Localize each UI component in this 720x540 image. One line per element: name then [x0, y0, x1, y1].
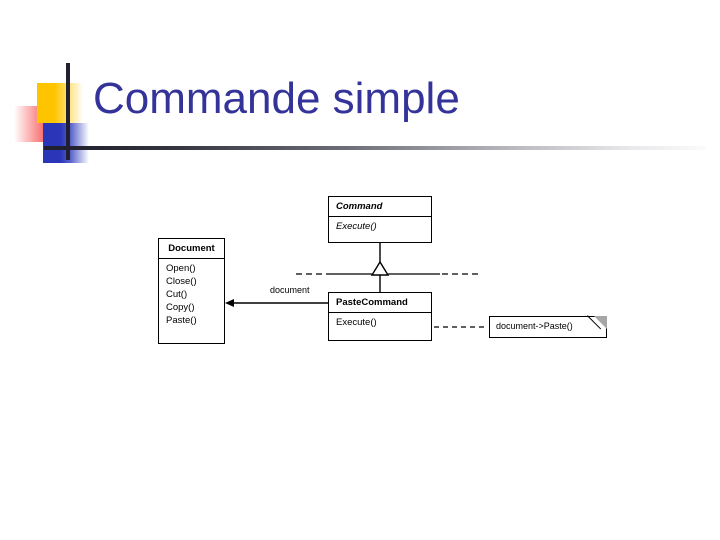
association-label-document: document [270, 285, 310, 295]
class-name-command: Command [329, 197, 431, 217]
title-underline-rule [66, 146, 706, 150]
operation-execute-pastecommand: Execute() [336, 317, 377, 328]
uml-class-document[interactable]: Document Open() Close() Cut() Copy() Pas… [158, 238, 225, 344]
operation-execute-command: Execute() [336, 221, 377, 232]
operations-pastecommand: Execute() [329, 313, 431, 332]
decoration-vertical-line [66, 63, 70, 160]
uml-class-command[interactable]: Command Execute() [328, 196, 432, 243]
class-name-pastecommand: PasteCommand [329, 293, 431, 313]
operation-open: Open() [166, 263, 196, 274]
decoration-yellow-block [37, 83, 83, 123]
uml-class-pastecommand[interactable]: PasteCommand Execute() [328, 292, 432, 341]
operation-cut: Cut() [166, 289, 188, 300]
operations-document: Open() Close() Cut() Copy() Paste() [159, 259, 224, 330]
note-text: document->Paste() [496, 321, 573, 331]
operation-paste: Paste() [166, 315, 197, 326]
operation-copy: Copy() [166, 302, 195, 313]
operation-close: Close() [166, 276, 197, 287]
class-name-document: Document [159, 239, 224, 259]
uml-note[interactable]: document->Paste() [489, 301, 615, 338]
decoration-horizontal-line-left [44, 146, 84, 150]
page-title: Commande simple [93, 74, 460, 123]
operations-command: Execute() [329, 217, 431, 236]
note-fold-icon [594, 316, 607, 329]
